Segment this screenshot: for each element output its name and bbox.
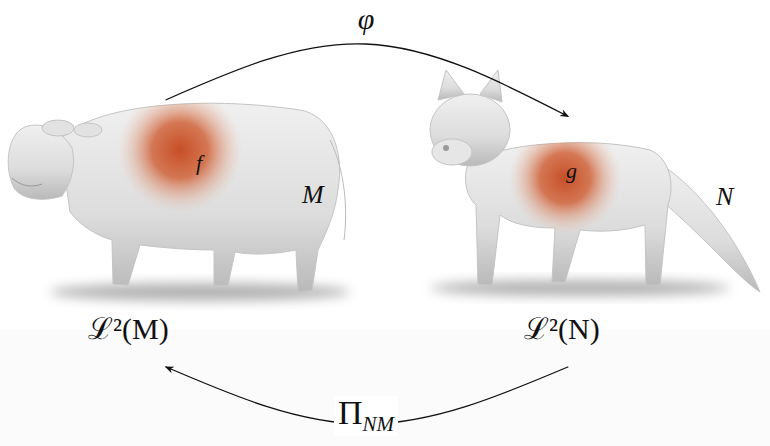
shape-name: N (716, 184, 733, 210)
floor (0, 330, 770, 446)
heat-blob-f (118, 88, 242, 212)
map-arrow (166, 44, 569, 117)
space-label: ℒ²(N) (524, 314, 600, 344)
heat-blob-g (509, 122, 621, 234)
space-label: ℒ²(M) (88, 314, 169, 344)
shape-name: M (302, 182, 324, 208)
dog-shadow (430, 280, 730, 296)
edge-label: ΠNM (334, 396, 398, 435)
cow-shape: fM ℒ²(M) (0, 100, 345, 375)
dog-shape: gN ℒ²(N) (420, 100, 765, 375)
edge-label: φ (354, 4, 379, 34)
dog-figure (430, 70, 760, 292)
function-label: g (566, 160, 577, 182)
function-label: f (196, 152, 202, 174)
cow-figure (8, 88, 345, 292)
